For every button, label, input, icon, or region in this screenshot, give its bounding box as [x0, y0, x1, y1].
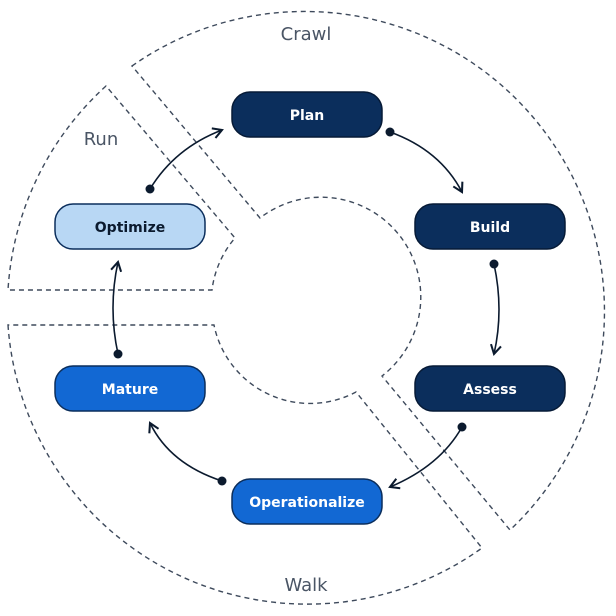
- arrow-assess-to-operationalize: [388, 426, 463, 490]
- node-assess-label: Assess: [463, 382, 517, 398]
- node-optimize-label: Optimize: [95, 220, 165, 236]
- node-plan-label: Plan: [290, 108, 324, 124]
- node-build: Build: [414, 203, 566, 250]
- arrow-plan-to-build: [389, 131, 464, 194]
- node-mature-label: Mature: [102, 382, 158, 398]
- crawl-zone: [130, 10, 606, 532]
- node-operationalize: Operationalize: [231, 478, 383, 525]
- walk-zone: [7, 324, 484, 605]
- arrow-optimize-to-plan: [149, 127, 224, 190]
- node-build-label: Build: [470, 220, 510, 236]
- node-assess: Assess: [414, 365, 566, 412]
- node-mature: Mature: [54, 365, 206, 412]
- arrow-optimize-to-plan-start-dot: [145, 184, 155, 194]
- arrow-assess-to-operationalize-start-dot: [457, 422, 467, 432]
- node-plan: Plan: [231, 91, 383, 138]
- stage-label-walk: Walk: [284, 575, 328, 596]
- arrow-operationalize-to-mature-start-dot: [217, 476, 227, 486]
- node-operationalize-label: Operationalize: [249, 495, 365, 511]
- arrow-mature-to-optimize-start-dot: [113, 349, 123, 359]
- arrow-mature-to-optimize: [110, 259, 123, 355]
- cycle-arrows: [110, 127, 502, 490]
- stage-label-crawl: Crawl: [281, 24, 332, 45]
- run-zone: [7, 84, 236, 291]
- node-optimize: Optimize: [54, 203, 206, 250]
- arrow-operationalize-to-mature: [148, 421, 223, 482]
- stage-label-run: Run: [84, 129, 119, 150]
- arrow-build-to-assess: [490, 263, 502, 357]
- arrow-plan-to-build-start-dot: [385, 127, 395, 137]
- zone-outlines: [7, 10, 606, 605]
- arrow-build-to-assess-start-dot: [489, 259, 499, 269]
